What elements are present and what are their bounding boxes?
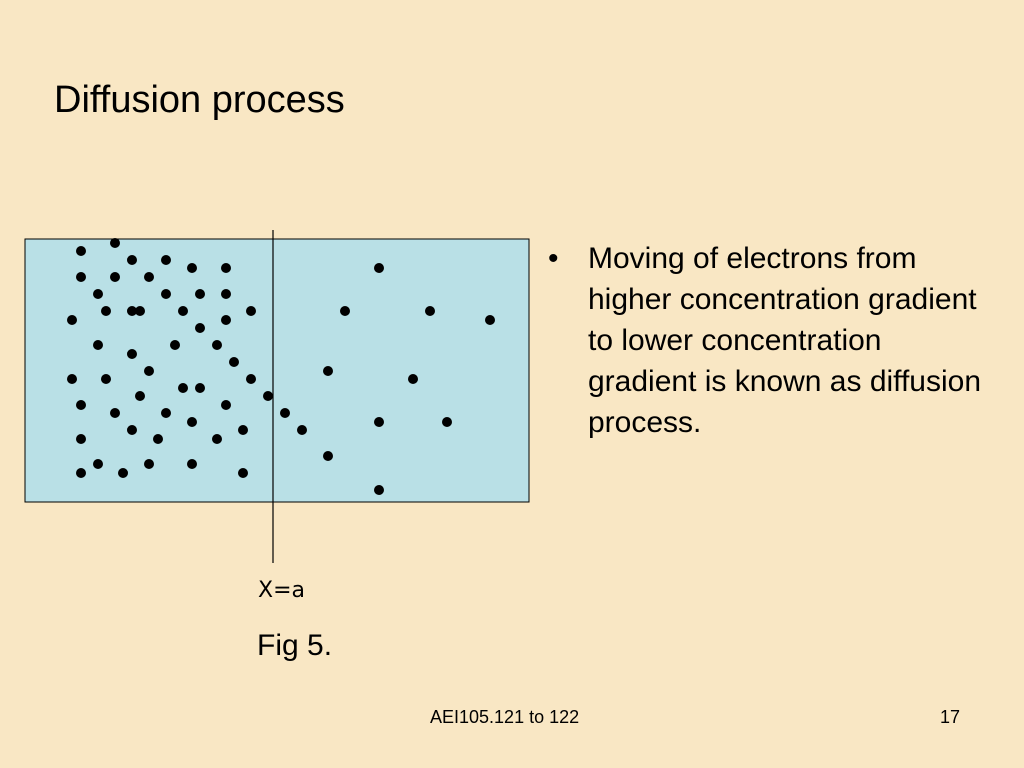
electron-dot [374,417,384,427]
electron-dot [374,485,384,495]
electron-dot [101,374,111,384]
electron-dot [263,391,273,401]
boundary-label: X=a [258,578,305,603]
bullet-marker: • [548,242,559,275]
bullet-text: Moving of electrons from higher concentr… [588,242,982,439]
electron-dot [93,289,103,299]
electron-dot [408,374,418,384]
electron-dot [221,315,231,325]
electron-dot [323,451,333,461]
electron-dot [178,306,188,316]
electron-dot [195,323,205,333]
electron-dot [212,340,222,350]
electron-dot [280,408,290,418]
electron-dot [110,408,120,418]
page-number: 17 [940,707,961,727]
electron-dot [374,263,384,273]
electron-dot [76,246,86,256]
electron-dot [110,272,120,282]
electron-dot [170,340,180,350]
electron-dot [110,238,120,248]
bullet-item: • Moving of electrons from higher concen… [548,238,988,443]
electron-dot [212,434,222,444]
electron-dot [297,425,307,435]
electron-dot [187,263,197,273]
electron-dot [67,315,77,325]
electron-dot [101,306,111,316]
electron-dot [195,383,205,393]
electron-dot [76,468,86,478]
electron-dot [238,425,248,435]
footer-course-code: AEI105.121 to 122 [430,707,580,727]
electron-dot [187,459,197,469]
electron-dot [135,306,145,316]
electron-dot [187,417,197,427]
semiconductor-box [24,238,530,503]
electron-dot [144,272,154,282]
electron-dot [76,434,86,444]
electron-dot [246,306,256,316]
electron-dot [127,349,137,359]
electron-dot [93,459,103,469]
electron-dot [127,255,137,265]
electron-dot [93,340,103,350]
electron-dot [340,306,350,316]
electron-dot [238,468,248,478]
electron-dot [76,400,86,410]
electron-dot [161,408,171,418]
electron-dots [67,238,495,495]
electron-dot [178,383,188,393]
electron-dot [153,434,163,444]
electron-dot [229,357,239,367]
electron-dot [442,417,452,427]
electron-dot [485,315,495,325]
electron-dot [144,366,154,376]
electron-dot [425,306,435,316]
electron-dot [144,459,154,469]
electron-dot [221,289,231,299]
electron-dot [221,263,231,273]
electron-dot [127,306,137,316]
electron-dot [323,366,333,376]
bullet-list: • Moving of electrons from higher concen… [548,238,988,443]
electron-dot [67,374,77,384]
electron-dot [246,374,256,384]
electron-dot [135,391,145,401]
electron-dot [161,255,171,265]
electron-dot [118,468,128,478]
electron-dot [195,289,205,299]
figure-caption: Fig 5. [257,629,333,662]
electron-dot [221,400,231,410]
slide-title: Diffusion process [54,79,345,121]
electron-dot [127,425,137,435]
electron-dot [76,272,86,282]
electron-dot [161,289,171,299]
